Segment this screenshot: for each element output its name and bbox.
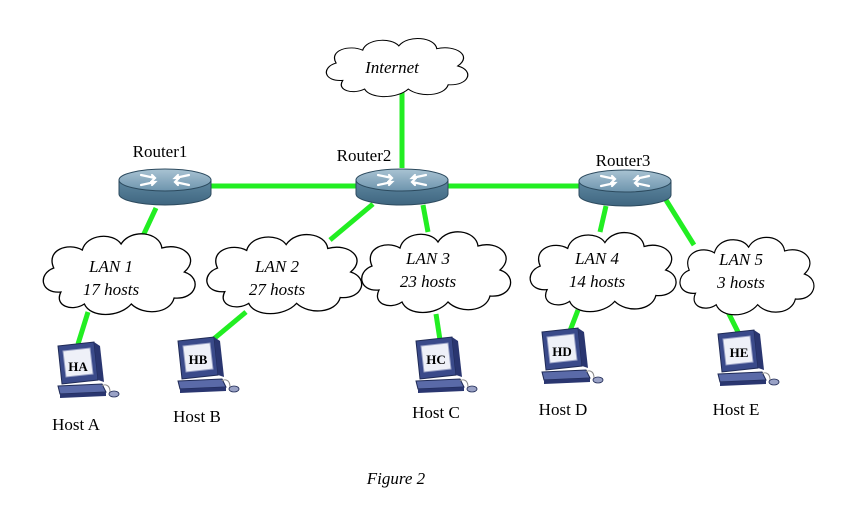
computer-icon (177, 336, 240, 394)
lan4-hosts: 14 hosts (569, 272, 626, 291)
link-lan3-hostc (433, 313, 443, 341)
host-b-tag: HB (189, 352, 208, 367)
lan2-hosts: 27 hosts (249, 280, 306, 299)
host-b: HB Host B (173, 336, 240, 426)
lan5-hosts: 3 hosts (716, 273, 765, 292)
link-router2-lan3 (420, 204, 431, 233)
lan1-name: LAN 1 (88, 257, 133, 276)
router2: Router2 (337, 146, 450, 207)
lan3-name: LAN 3 (405, 249, 450, 268)
host-a: HA Host A (52, 341, 120, 434)
host-d-label: Host D (539, 400, 588, 419)
host-d-tag: HD (552, 344, 572, 359)
computer-icon (541, 327, 604, 385)
router1-label: Router1 (133, 142, 188, 161)
internet-label: Internet (364, 58, 420, 77)
lan5-name: LAN 5 (718, 250, 763, 269)
link-lan2-hostb (208, 310, 248, 344)
computer-icon (717, 329, 780, 387)
host-e-tag: HE (730, 345, 749, 360)
link-router2-lan2 (328, 202, 375, 242)
lan1-cloud: LAN 1 17 hosts (42, 233, 196, 316)
link-router3-lan5 (663, 198, 697, 247)
router3-label: Router3 (596, 151, 651, 170)
lan4-name: LAN 4 (574, 249, 619, 268)
link-router3-lan4 (597, 205, 609, 233)
link-router1-lan1 (139, 206, 159, 240)
lan2-cloud: LAN 2 27 hosts (206, 233, 363, 315)
lan5-cloud: LAN 5 3 hosts (679, 236, 815, 316)
host-c-tag: HC (426, 352, 446, 367)
host-d: HD Host D (539, 327, 604, 419)
link-lan1-hosta (75, 311, 91, 345)
internet-cloud: Internet (325, 37, 469, 98)
router3: Router3 (577, 151, 673, 208)
router2-label: Router2 (337, 146, 392, 165)
host-c: HC Host C (412, 336, 478, 422)
host-b-label: Host B (173, 407, 221, 426)
host-e-label: Host E (713, 400, 760, 419)
lan1-hosts: 17 hosts (83, 280, 140, 299)
host-a-tag: HA (68, 359, 88, 374)
lan2-name: LAN 2 (254, 257, 299, 276)
host-a-label: Host A (52, 415, 100, 434)
host-e: HE Host E (713, 329, 780, 419)
computer-icon (415, 336, 478, 394)
figure-caption: Figure 2 (366, 469, 426, 488)
lan4-cloud: LAN 4 14 hosts (529, 231, 677, 313)
lan3-cloud: LAN 3 23 hosts (361, 231, 512, 314)
router1: Router1 (117, 142, 213, 207)
host-c-label: Host C (412, 403, 460, 422)
lan3-hosts: 23 hosts (400, 272, 457, 291)
computer-icon (57, 341, 120, 399)
